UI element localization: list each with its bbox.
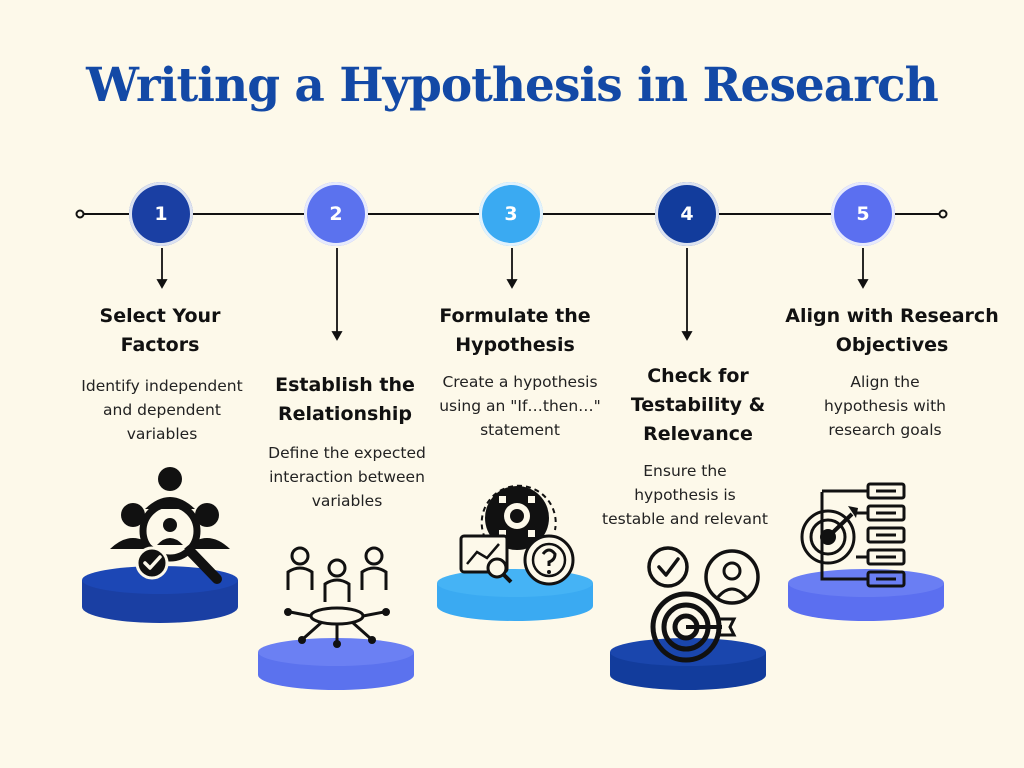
step-5-title: Align with Research Objectives <box>781 302 1003 360</box>
step-4-title: Check for Testability & Relevance <box>588 362 808 449</box>
step-4-title-line: Testability & <box>630 394 766 416</box>
step-1-title-line: Factors <box>120 334 200 356</box>
step-4-desc-line: hypothesis is <box>634 486 736 504</box>
step-2-title-line: Relationship <box>278 403 412 425</box>
step-5-title-line: Objectives <box>835 334 949 356</box>
step-3-number: 3 <box>479 182 543 246</box>
step-4-desc-line: testable and relevant <box>602 510 768 528</box>
step-3-title-line: Hypothesis <box>455 334 575 356</box>
step-1-description: Identify independent and dependent varia… <box>62 374 262 446</box>
step-2-description: Define the expected interaction between … <box>247 441 447 513</box>
step-5-desc-line: research goals <box>828 421 942 439</box>
step-1-desc-line: and dependent <box>103 401 221 419</box>
timeline-start-dot <box>75 209 85 219</box>
target-checklist-icon <box>800 482 906 588</box>
step-2-desc-line: Define the expected <box>268 444 426 462</box>
step-3-title: Formulate the Hypothesis <box>405 302 625 360</box>
step-5-description: Align the hypothesis with research goals <box>785 370 985 442</box>
step-4-desc-line: Ensure the <box>643 462 727 480</box>
step-3-desc-line: Create a hypothesis <box>442 373 598 391</box>
step-5-title-line: Align with Research <box>785 305 999 327</box>
step-4-description: Ensure the hypothesis is testable and re… <box>585 459 785 531</box>
analysis-question-icon <box>459 484 575 586</box>
step-5-number: 5 <box>831 182 895 246</box>
target-check-person-icon <box>647 546 760 663</box>
step-1-desc-line: variables <box>126 425 198 443</box>
step-5-desc-line: Align the <box>850 373 920 391</box>
step-1-desc-line: Identify independent <box>81 377 243 395</box>
step-2-title-line: Establish the <box>275 374 415 396</box>
step-3-pedestal <box>437 569 593 621</box>
step-5-desc-line: hypothesis with <box>823 397 947 415</box>
step-3-desc-line: using an "If…then…" <box>439 397 601 415</box>
step-3-description: Create a hypothesis using an "If…then…" … <box>420 370 620 442</box>
people-search-check-icon <box>110 467 230 584</box>
step-4-pedestal <box>610 638 766 690</box>
step-2-desc-line: variables <box>311 492 383 510</box>
step-4-title-line: Relevance <box>643 423 753 445</box>
step-2-desc-line: interaction between <box>269 468 425 486</box>
step-3-title-line: Formulate the <box>439 305 591 327</box>
step-4-number: 4 <box>655 182 719 246</box>
step-1-number: 1 <box>129 182 193 246</box>
step-4-title-line: Check for <box>647 365 749 387</box>
page-title: Writing a Hypothesis in Research <box>86 58 939 113</box>
group-network-icon <box>284 546 390 648</box>
step-2-number: 2 <box>304 182 368 246</box>
timeline-end-dot <box>938 209 948 219</box>
step-1-title: Select Your Factors <box>50 302 270 360</box>
step-1-title-line: Select Your <box>99 305 221 327</box>
step-2-title: Establish the Relationship <box>235 371 455 429</box>
step-1-pedestal <box>82 566 238 623</box>
step-3-desc-line: statement <box>480 421 560 439</box>
step-2-pedestal <box>258 638 414 690</box>
